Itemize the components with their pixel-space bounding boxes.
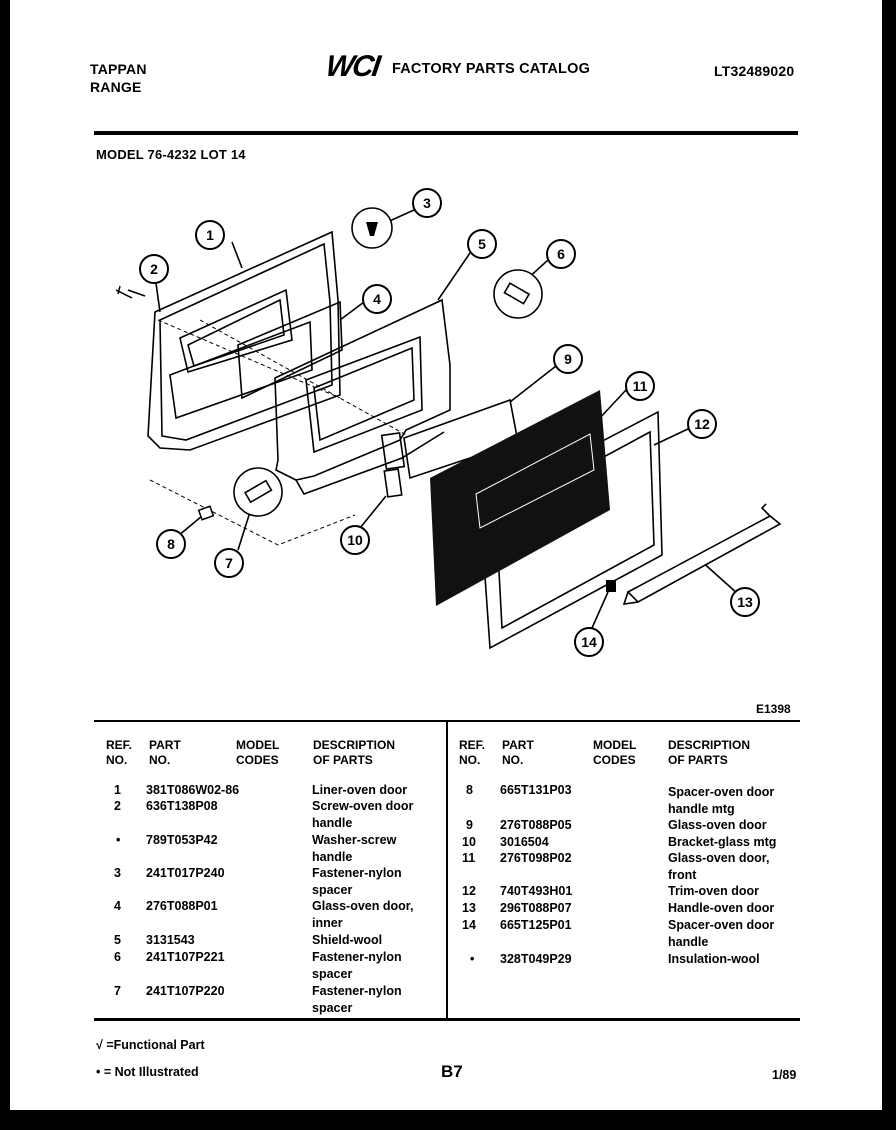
- callout-12: 12: [687, 409, 717, 439]
- callout-8: 8: [156, 529, 186, 559]
- figure-code: E1398: [756, 702, 791, 716]
- handle-spacer-14-drawing: [606, 580, 616, 592]
- callout-5: 5: [467, 229, 497, 259]
- inner-glass-drawing: [237, 300, 343, 400]
- callout-6: 6: [546, 239, 576, 269]
- handle-spacer-drawing: [197, 505, 215, 521]
- callout-11: 11: [625, 371, 655, 401]
- table-divider: [446, 722, 448, 1018]
- model-label: MODEL 76-4232 LOT 14: [96, 147, 246, 162]
- page-code: B7: [441, 1062, 463, 1081]
- header-ref-no: REF.NO.: [106, 738, 133, 767]
- brand-name: TAPPAN: [90, 61, 147, 77]
- exploded-parts-diagram: [115, 207, 782, 650]
- bracket-glass-drawing: [380, 432, 406, 498]
- front-glass-highlight: [475, 433, 595, 529]
- front-glass-drawing: [430, 390, 610, 606]
- catalog-date: 1/89: [772, 1068, 797, 1082]
- table-top-rule: [94, 720, 800, 722]
- table-bottom-rule: [94, 1018, 800, 1021]
- callout-14: 14: [574, 627, 604, 657]
- catalog-number: LT32489020: [714, 63, 795, 79]
- legend-functional-part: √ =Functional Part: [96, 1038, 205, 1052]
- callout-2: 2: [139, 254, 169, 284]
- callout-13: 13: [730, 587, 760, 617]
- header-ref-no-right: REF.NO.: [459, 738, 486, 767]
- callout-1: 1: [195, 220, 225, 250]
- catalog-title: FACTORY PARTS CATALOG: [392, 61, 591, 77]
- parts-catalog-page: TAPPAN RANGE WCI FACTORY PARTS CATALOG L…: [10, 0, 882, 1110]
- liner-oven-door-drawing: [147, 230, 341, 451]
- screw-drawing: [115, 285, 133, 299]
- handle-oven-door-drawing: [622, 503, 782, 605]
- callout-3: 3: [412, 188, 442, 218]
- legend-not-illustrated: • = Not Illustrated: [96, 1065, 199, 1079]
- callout-4: 4: [362, 284, 392, 314]
- callout-7: 7: [214, 548, 244, 578]
- callout-10: 10: [340, 525, 370, 555]
- header-rule: [94, 131, 798, 135]
- callout-9: 9: [553, 344, 583, 374]
- product-type: RANGE: [90, 79, 142, 95]
